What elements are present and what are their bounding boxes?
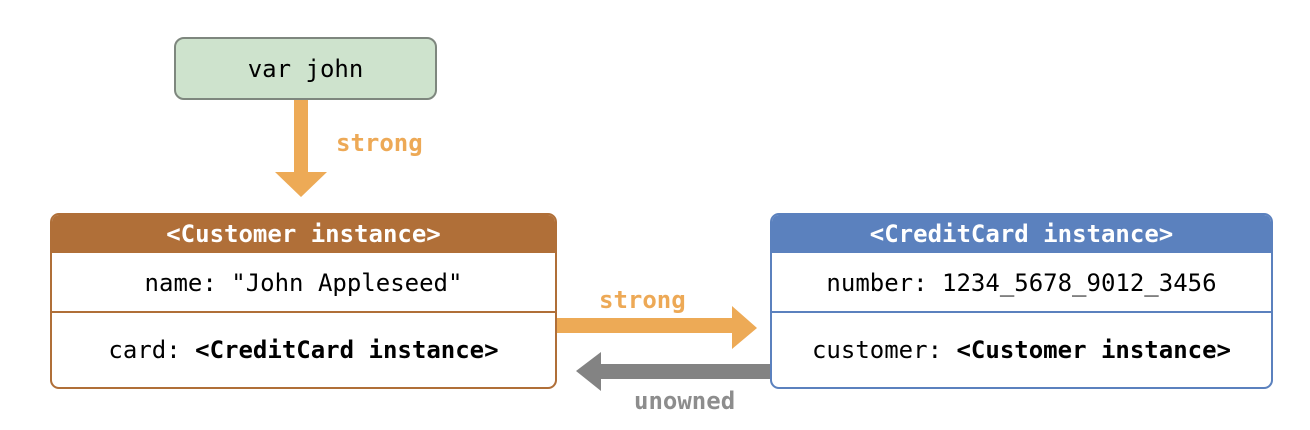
- customer-instance-header: <Customer instance>: [52, 215, 555, 255]
- strong-arrow-var-to-customer: [275, 100, 327, 197]
- strong-reference-label-top: strong: [336, 129, 423, 157]
- creditcard-customer-row: customer: <Customer instance>: [772, 311, 1271, 387]
- customer-card-row: card: <CreditCard instance>: [52, 311, 555, 387]
- customer-name-property: name:: [144, 269, 232, 297]
- unowned-arrow-creditcard-to-customer: [576, 352, 770, 391]
- customer-card-value: <CreditCard instance>: [195, 336, 499, 364]
- variable-box-var-john: var john: [174, 37, 437, 100]
- strong-reference-label-middle: strong: [599, 286, 686, 314]
- customer-instance-box: <Customer instance> name: "John Applesee…: [50, 213, 557, 389]
- creditcard-customer-value: <Customer instance>: [956, 336, 1232, 364]
- creditcard-number-value: 1234_5678_9012_3456: [942, 269, 1217, 297]
- creditcard-number-row: number: 1234_5678_9012_3456: [772, 255, 1271, 311]
- customer-name-value: "John Appleseed": [231, 269, 463, 297]
- customer-name-row: name: "John Appleseed": [52, 255, 555, 311]
- unowned-reference-label: unowned: [634, 387, 736, 415]
- creditcard-customer-property: customer:: [811, 336, 957, 364]
- creditcard-number-property: number:: [826, 269, 943, 297]
- variable-label: var john: [247, 54, 364, 83]
- creditcard-instance-header: <CreditCard instance>: [772, 215, 1271, 255]
- customer-card-property: card:: [108, 336, 196, 364]
- creditcard-instance-box: <CreditCard instance> number: 1234_5678_…: [770, 213, 1273, 389]
